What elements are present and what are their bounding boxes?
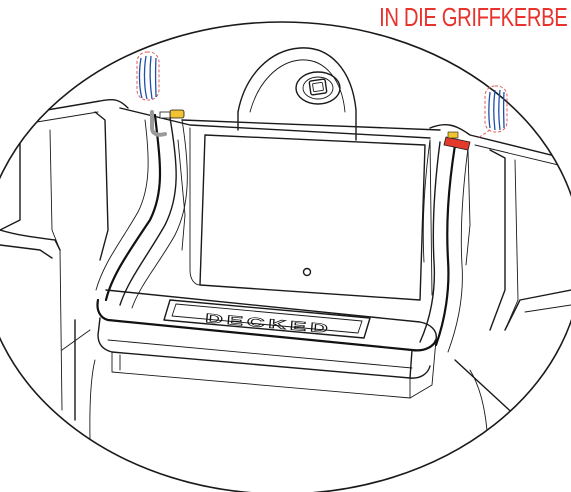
top-edge-left	[0, 99, 129, 119]
cable-bundle-left	[136, 51, 160, 101]
drawer-detail: DECKED	[0, 47, 571, 492]
logo-plate	[163, 299, 371, 339]
connector-left	[150, 109, 185, 137]
logo-text: DECKED	[205, 311, 333, 336]
right-rail	[489, 149, 506, 331]
recess-top-edge	[119, 107, 431, 139]
top-edge-right	[429, 123, 571, 161]
handle-arm-right	[434, 143, 457, 347]
latch-boss	[237, 47, 357, 141]
lock-cylinder	[295, 71, 341, 105]
cable-bundle-right	[477, 85, 508, 139]
connector-right	[443, 131, 471, 151]
drain-hole	[302, 267, 312, 277]
handle-arm-left	[104, 113, 162, 302]
instruction-caption: IN DIE GRIFFKERBE	[378, 2, 568, 32]
grip-bar	[96, 298, 438, 352]
recess-back-panel	[199, 134, 426, 301]
detail-circle	[0, 21, 571, 492]
left-rail	[0, 229, 61, 251]
